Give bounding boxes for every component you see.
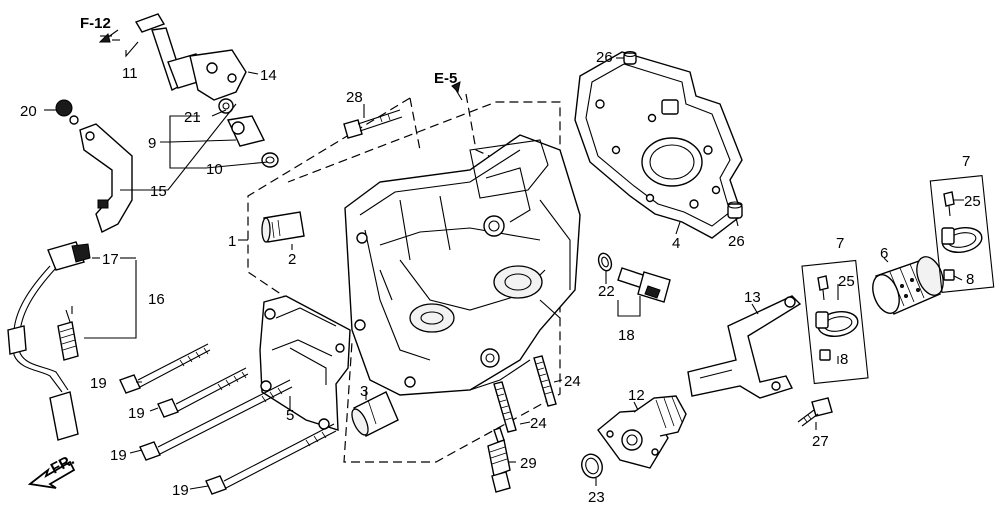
reference-labels: F-12 E-5 <box>80 15 457 87</box>
stud-bolt-right <box>533 355 557 407</box>
callout-16: 16 <box>148 291 165 308</box>
callout-8-center: 8 <box>840 351 848 368</box>
callout-19-d: 19 <box>172 482 189 499</box>
callout-18: 18 <box>618 327 635 344</box>
callout-26-b: 26 <box>728 233 745 250</box>
callout-2: 2 <box>288 251 296 268</box>
callout-13: 13 <box>744 289 761 306</box>
guide-sleeve-lower <box>351 391 399 437</box>
callout-11: 11 <box>122 65 138 82</box>
head-bolt-4 <box>205 423 337 495</box>
clamp-set-center <box>801 259 869 385</box>
callout-20: 20 <box>20 103 37 120</box>
callout-12: 12 <box>628 387 645 404</box>
callout-23: 23 <box>588 489 605 506</box>
o2-sensor <box>7 241 91 441</box>
callout-22: 22 <box>598 283 615 300</box>
callout-29: 29 <box>520 455 537 472</box>
bolt-28 <box>343 109 403 139</box>
callout-25-right: 25 <box>964 193 981 210</box>
o-ring-23 <box>581 453 603 479</box>
dowel-pin-lower <box>727 201 743 219</box>
callout-3: 3 <box>360 383 368 400</box>
callout-19-b: 19 <box>128 405 145 422</box>
callout-24-b: 24 <box>564 373 581 390</box>
intake-pipe <box>597 395 687 469</box>
callout-labels: 1 2 3 4 5 6 7 7 8 8 9 10 11 12 13 14 15 … <box>20 49 981 506</box>
guide-sleeve-upper <box>261 211 305 243</box>
bolt-27 <box>797 397 833 427</box>
ref-e5: E-5 <box>434 70 457 87</box>
callout-1: 1 <box>228 233 236 250</box>
head-bolt-3 <box>139 379 293 461</box>
head-bolt-1 <box>119 343 211 394</box>
callout-6: 6 <box>880 245 888 262</box>
ref-arrow-f12 <box>98 29 119 43</box>
callout-15: 15 <box>150 183 167 200</box>
ref-f12: F-12 <box>80 15 111 32</box>
callout-25-center: 25 <box>838 273 855 290</box>
callout-14: 14 <box>260 67 277 84</box>
head-bolt-2 <box>157 367 249 418</box>
callout-21: 21 <box>184 109 201 126</box>
ref-arrow-e5 <box>451 81 461 94</box>
callout-4: 4 <box>672 235 680 252</box>
stud-bolt-left <box>493 381 517 433</box>
callout-7-right: 7 <box>962 153 970 170</box>
callout-24-a: 24 <box>530 415 547 432</box>
sensor-bracket <box>79 123 133 233</box>
callout-10: 10 <box>206 161 223 178</box>
leader-lines <box>44 35 964 490</box>
callout-7-center: 7 <box>836 235 844 252</box>
callout-26-a: 26 <box>596 49 613 66</box>
bracket-plate <box>259 295 351 431</box>
washer-22 <box>597 252 613 272</box>
gasket-plate <box>574 51 743 239</box>
temperature-sensor <box>617 267 671 303</box>
spark-plug <box>487 427 511 493</box>
front-direction-arrow: FR. <box>27 451 77 489</box>
callout-19-c: 19 <box>110 447 127 464</box>
clamp-set-right <box>929 174 995 294</box>
callout-17: 17 <box>102 251 119 268</box>
cap-nut-20 <box>55 99 79 125</box>
callout-5: 5 <box>286 407 294 424</box>
injector-assembly <box>134 13 279 168</box>
callout-28: 28 <box>346 89 363 106</box>
callout-8-right: 8 <box>966 271 974 288</box>
pipe-bracket <box>687 295 802 399</box>
callout-19-a: 19 <box>90 375 107 392</box>
callout-9: 9 <box>148 135 156 152</box>
cylinder-head <box>344 134 581 396</box>
callout-27: 27 <box>812 433 829 450</box>
dowel-pin-upper <box>623 50 637 65</box>
intake-insulator <box>872 256 944 315</box>
